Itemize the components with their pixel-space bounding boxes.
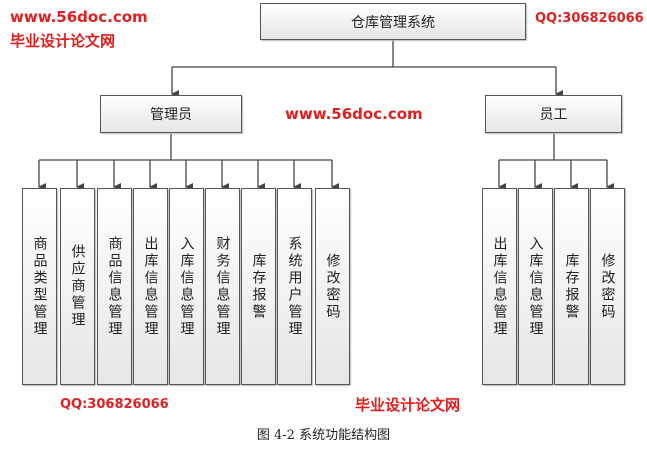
watermark: www.56doc.com: [10, 8, 148, 26]
function-label: 修改密码: [324, 252, 341, 321]
watermark: 毕业设计论文网: [10, 32, 116, 50]
role-label: 管理员: [150, 107, 192, 123]
function-label: 库存报警: [563, 252, 580, 321]
function-node: 修改密码: [590, 188, 625, 385]
function-node: 入库信息管理: [169, 188, 204, 385]
function-node: 修改密码: [315, 188, 350, 385]
function-label: 库存报警: [250, 252, 267, 321]
function-label: 商品信息管理: [106, 235, 123, 338]
root-label: 仓库管理系统: [351, 14, 435, 31]
function-label: 入库信息管理: [178, 235, 195, 338]
watermark: QQ:306826066: [535, 11, 644, 26]
function-node: 出库信息管理: [482, 188, 517, 385]
function-label: 系统用户管理: [286, 235, 303, 338]
function-label: 出库信息管理: [491, 235, 508, 338]
function-label: 财务信息管理: [214, 235, 231, 338]
function-node: 库存报警: [554, 188, 589, 385]
watermark: QQ:306826066: [60, 397, 169, 412]
figure-caption: 图 4-2 系统功能结构图: [256, 428, 391, 443]
watermark: www.56doc.com: [285, 105, 423, 123]
function-node: 商品信息管理: [97, 188, 132, 385]
function-node: 财务信息管理: [205, 188, 240, 385]
function-node: 出库信息管理: [133, 188, 168, 385]
function-node: 商品类型管理: [22, 188, 57, 385]
function-label: 入库信息管理: [527, 235, 544, 338]
function-node: 库存报警: [241, 188, 276, 385]
function-label: 商品类型管理: [31, 235, 48, 338]
function-node: 系统用户管理: [277, 188, 312, 385]
role-label: 员工: [539, 107, 568, 123]
role-node-staff: 员工: [485, 95, 622, 133]
watermark: 毕业设计论文网: [355, 396, 461, 414]
function-node: 供应商管理: [60, 188, 95, 385]
function-label: 供应商管理: [69, 244, 86, 329]
role-node-admin: 管理员: [100, 95, 242, 133]
function-label: 修改密码: [599, 252, 616, 321]
function-node: 入库信息管理: [518, 188, 553, 385]
function-label: 出库信息管理: [142, 235, 159, 338]
root-node: 仓库管理系统: [260, 3, 526, 40]
